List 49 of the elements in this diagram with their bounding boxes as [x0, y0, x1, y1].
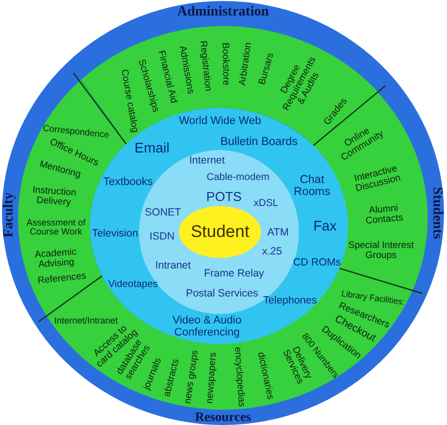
media-label: Videotapes [108, 280, 158, 290]
topic-label: Bookstore [220, 42, 230, 86]
network-label: x.25 [262, 246, 282, 258]
network-label: Cable-modem [206, 172, 270, 184]
topic-label: encyclopedias [232, 346, 246, 408]
topic-label: Registration [197, 40, 213, 92]
topic-label: References [37, 272, 87, 286]
topic-label: Bursars [258, 52, 276, 86]
sector-title: Resources [194, 410, 252, 424]
topic-label: Assessment of Course Work [25, 218, 86, 238]
network-label: SONET [144, 208, 182, 218]
network-label: Intranet [155, 260, 191, 272]
media-label: World Wide Web [178, 116, 262, 128]
media-label: Textbooks [103, 177, 153, 189]
network-label: ATM [267, 228, 289, 238]
media-label: Telephones [263, 296, 317, 306]
network-label: Frame Relay [204, 268, 264, 280]
topic-label: Instruction Delivery [31, 185, 78, 209]
network-label: POTS [206, 190, 242, 204]
topic-label: Course catalog [118, 68, 140, 134]
topic-label: Financial Aid [156, 50, 178, 104]
center-label: Student [190, 223, 250, 241]
student-ellipse [179, 206, 261, 258]
media-label: Fax [313, 218, 337, 234]
topic-label: Admissions [176, 45, 196, 95]
topic-label: Interactive Discussion [352, 162, 403, 196]
topic-label: Alumni Contacts [364, 202, 405, 228]
network-label: ISDN [149, 232, 175, 242]
sector-title: Administration [177, 6, 269, 20]
topic-label: Academic Advising [33, 247, 78, 271]
media-label: CD ROMs [293, 258, 341, 268]
topic-label: abstracts [162, 358, 182, 398]
topic-label: Special Interest Groups [347, 241, 415, 261]
media-label: Chat Rooms [292, 174, 332, 198]
media-label: Email [134, 140, 170, 156]
topic-label: news groups [183, 350, 201, 404]
media-label: Video & Audio Conferencing [172, 315, 242, 339]
media-label: Television [92, 228, 138, 240]
topic-label: Internet/Intranet [54, 316, 118, 326]
network-label: xDSL [254, 198, 278, 210]
network-label: Internet [189, 156, 225, 166]
topic-label: Correspondence [42, 124, 110, 140]
sector-title: Faculty [2, 192, 18, 238]
sector-title: Students [428, 186, 444, 240]
topic-label: dictionaries [255, 351, 275, 401]
topic-label: Arbitration [238, 42, 254, 86]
media-label: Bulletin Boards [220, 136, 298, 148]
topic-label: newspapers [205, 352, 219, 404]
network-label: Postal Services [186, 288, 258, 300]
